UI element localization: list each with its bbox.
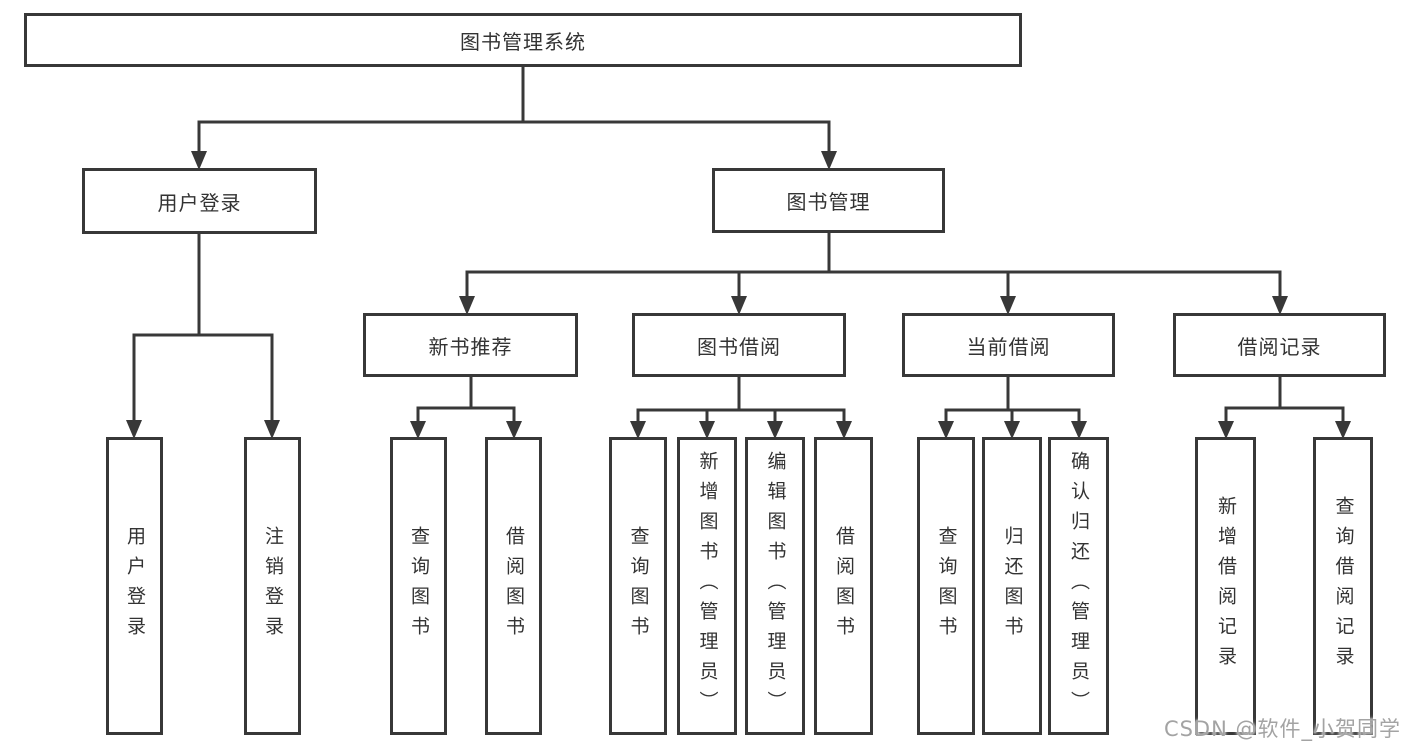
node-label: 借阅图书 — [503, 526, 525, 646]
node-label: 归还图书 — [1001, 526, 1024, 646]
node-borrow-records: 借阅记录 — [1173, 313, 1386, 377]
leaf-add-book-admin: 新增图书（管理员） — [677, 437, 737, 735]
node-label: 新书推荐 — [428, 334, 513, 359]
node-label: 借阅记录 — [1237, 334, 1322, 359]
leaf-add-borrow-record: 新增借阅记录 — [1195, 437, 1256, 735]
leaf-confirm-return-admin: 确认归还（管理员） — [1048, 437, 1109, 735]
node-label: 查询图书 — [408, 526, 430, 646]
node-label: 查询借阅记录 — [1332, 496, 1355, 676]
node-user-login: 用户登录 — [82, 168, 317, 234]
node-library-management-system: 图书管理系统 — [24, 13, 1022, 67]
leaf-query-books-borrow: 查询图书 — [609, 437, 667, 735]
leaf-query-borrow-record: 查询借阅记录 — [1313, 437, 1373, 735]
arrowhead-icons — [126, 151, 1351, 439]
leaf-borrow-books-recommend: 借阅图书 — [485, 437, 542, 735]
leaf-query-books-current: 查询图书 — [917, 437, 975, 735]
node-label: 当前借阅 — [966, 334, 1051, 359]
leaf-borrow-books: 借阅图书 — [814, 437, 873, 735]
leaf-user-login: 用户登录 — [106, 437, 163, 735]
node-book-borrow: 图书借阅 — [632, 313, 846, 377]
node-book-management: 图书管理 — [712, 168, 945, 233]
node-label: 新增图书（管理员） — [696, 451, 719, 721]
leaf-edit-book-admin: 编辑图书（管理员） — [745, 437, 805, 735]
watermark-text: CSDN @软件_小贺同学 — [1163, 717, 1401, 741]
node-label: 图书管理 — [786, 190, 871, 214]
leaf-return-book: 归还图书 — [982, 437, 1042, 735]
node-label: 查询图书 — [627, 526, 650, 646]
node-label: 图书借阅 — [697, 334, 781, 359]
node-label: 用户登录 — [124, 526, 146, 646]
leaf-query-books-recommend: 查询图书 — [390, 437, 447, 735]
node-new-book-recommend: 新书推荐 — [363, 313, 578, 377]
node-label: 借阅图书 — [833, 526, 855, 646]
node-label: 图书管理系统 — [460, 29, 586, 54]
node-label: 确认归还（管理员） — [1068, 451, 1090, 721]
leaf-logout: 注销登录 — [244, 437, 301, 735]
node-label: 用户登录 — [157, 190, 242, 215]
node-label: 查询图书 — [935, 526, 958, 646]
node-label: 编辑图书（管理员） — [764, 451, 787, 721]
node-label: 新增借阅记录 — [1215, 496, 1237, 676]
node-current-borrow: 当前借阅 — [902, 313, 1115, 377]
node-label: 注销登录 — [262, 526, 284, 646]
